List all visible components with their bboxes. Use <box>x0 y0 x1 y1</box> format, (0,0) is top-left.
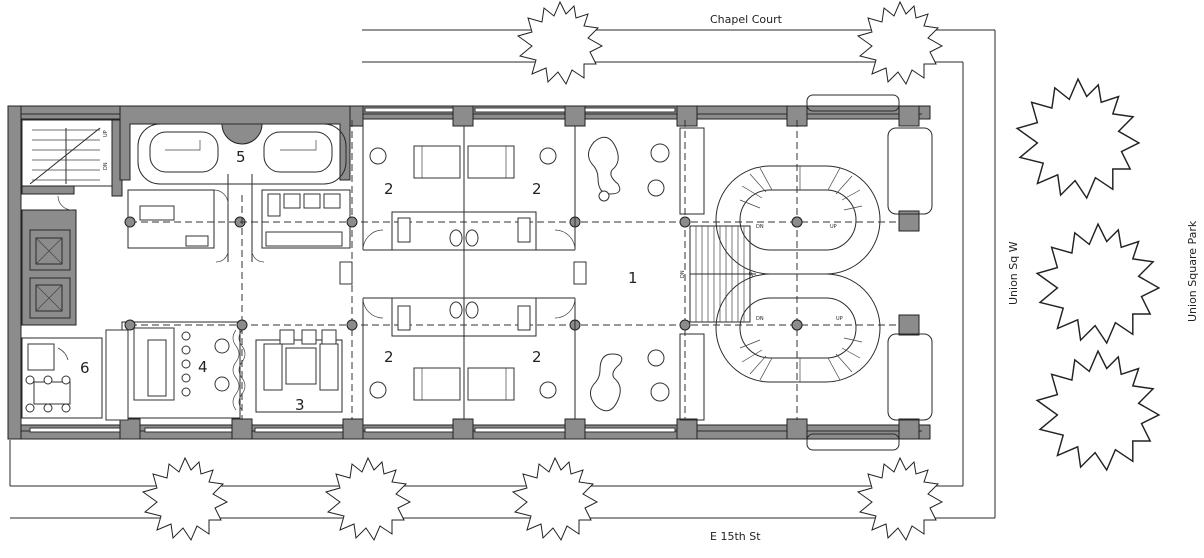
stair-up-main: UP <box>749 271 755 278</box>
tree-south-1 <box>142 457 228 541</box>
stair-dn-core: DN <box>103 162 109 170</box>
tree-north-1 <box>517 1 603 85</box>
room-label-2-ne: 2 <box>532 180 542 198</box>
room-label-3: 3 <box>295 396 305 414</box>
label-union-square-park: Union Square Park <box>1186 220 1199 322</box>
room-label-2-sw: 2 <box>384 348 394 366</box>
label-e-15th-st: E 15th St <box>710 530 761 543</box>
stair-up-2: UP <box>836 316 843 322</box>
label-union-sq-w: Union Sq W <box>1007 241 1020 305</box>
service-core <box>21 119 127 419</box>
tree-park-3 <box>1036 350 1160 471</box>
tree-park-1 <box>1016 78 1140 199</box>
guest-rooms <box>339 126 587 419</box>
stair-up-core: UP <box>103 130 109 137</box>
tree-north-2 <box>857 1 943 85</box>
stair-dn-main: DN <box>680 270 686 278</box>
room-label-1: 1 <box>628 269 638 287</box>
east-bays <box>679 94 933 451</box>
stair-up-1: UP <box>830 224 837 230</box>
room-label-5: 5 <box>236 148 246 166</box>
stair-dn-1: DN <box>756 224 764 230</box>
perimeter-columns <box>119 105 920 440</box>
label-chapel-court: Chapel Court <box>710 13 783 26</box>
spa-room <box>119 105 351 263</box>
room-label-4: 4 <box>198 358 208 376</box>
tree-south-4 <box>857 457 943 541</box>
room-label-2-se: 2 <box>532 348 542 366</box>
lobby <box>588 136 881 412</box>
room-label-2-nw: 2 <box>384 180 394 198</box>
room-label-6: 6 <box>80 359 90 377</box>
stair-dn-2: DN <box>756 316 764 322</box>
tree-park-2 <box>1036 223 1160 344</box>
site-boundary-lines <box>9 29 996 519</box>
tree-south-2 <box>325 457 411 541</box>
lounge-area <box>105 321 343 421</box>
tree-south-3 <box>512 457 598 541</box>
